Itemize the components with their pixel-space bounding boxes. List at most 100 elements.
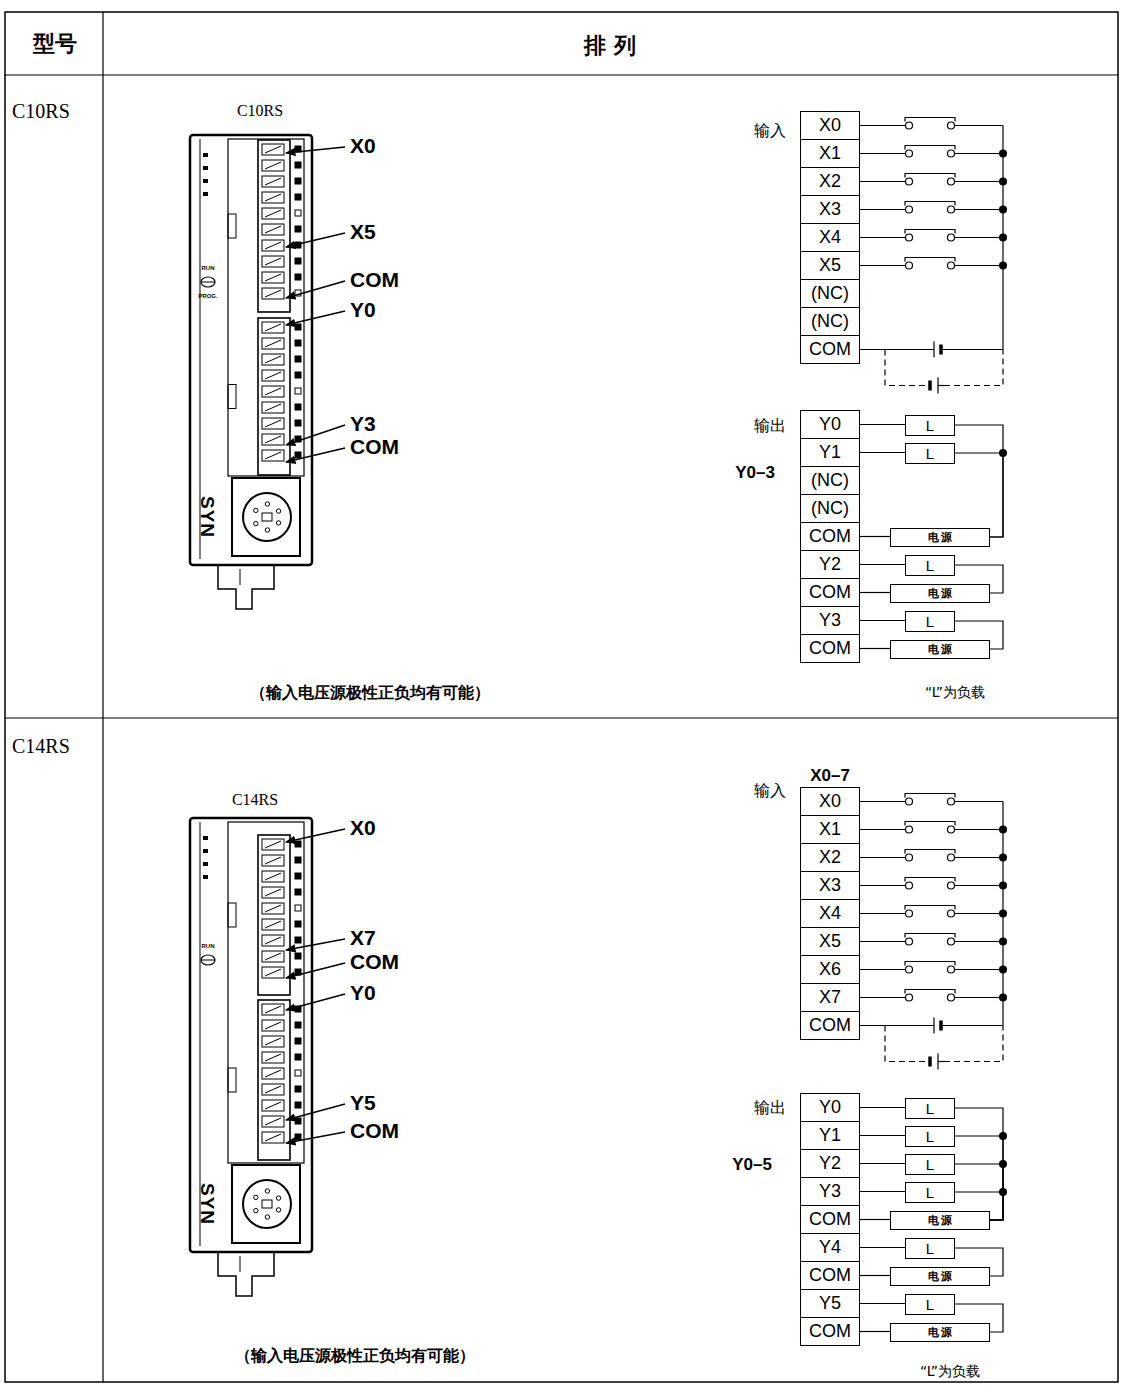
screw-slot [265, 356, 281, 363]
table-header: 排 列 [584, 31, 636, 61]
terminal-cell: Y1 [800, 1121, 860, 1150]
screw-slot [265, 242, 281, 249]
wire [955, 265, 1003, 266]
indicator-led [295, 1070, 301, 1076]
push-button [905, 230, 955, 234]
node-text: 电 源 [928, 1269, 953, 1284]
port-pin [276, 1196, 280, 1200]
node-text: X2 [819, 171, 841, 192]
front-panel [228, 139, 304, 476]
mini-din-port [243, 1180, 291, 1228]
terminal-screw [262, 1036, 284, 1047]
wire [955, 425, 1003, 537]
wire [860, 349, 934, 350]
terminal-screw [262, 1100, 284, 1111]
terminal-cell: COM [800, 335, 860, 364]
port-pin [265, 502, 269, 506]
push-button [905, 258, 955, 262]
run-switch [201, 277, 215, 287]
terminal-cell: COM [800, 1205, 860, 1234]
terminal-callout: COM [350, 1119, 399, 1143]
leader-line [286, 233, 345, 247]
screw-slot [265, 210, 281, 217]
terminal-callout: COM [350, 950, 399, 974]
battery-plate [928, 1057, 932, 1067]
switch-contact [906, 262, 913, 269]
switch-marking: RUN [202, 265, 215, 271]
group-label: 输入 [754, 781, 786, 802]
battery-plate [928, 381, 932, 391]
terminal-screw [262, 434, 284, 445]
load-box: L [905, 555, 955, 576]
junction-dot [999, 1132, 1007, 1140]
wire [955, 453, 1003, 537]
indicator-led [295, 452, 301, 458]
terminal-block [258, 1000, 290, 1160]
wire [955, 997, 1003, 998]
node-text: L [926, 1128, 934, 1145]
terminal-screw [262, 1132, 284, 1143]
wire [860, 913, 905, 914]
terminal-screw [262, 386, 284, 397]
status-led [203, 836, 208, 840]
node-text: COM [809, 1209, 851, 1230]
port-pin [276, 521, 280, 525]
wire [955, 125, 1003, 126]
screw-slot [265, 1054, 281, 1061]
terminal-cell: X4 [800, 223, 860, 252]
status-led [203, 166, 208, 170]
wire [955, 621, 1003, 649]
terminal-cell: X5 [800, 251, 860, 280]
load-box: L [905, 611, 955, 632]
junction-dot [999, 449, 1007, 457]
housing [190, 818, 312, 1252]
switch-contact [948, 938, 955, 945]
leader-line [286, 311, 345, 325]
indicator-led [295, 841, 301, 847]
wire [860, 829, 905, 830]
terminal-cell: COM [800, 522, 860, 551]
switch-contact [906, 910, 913, 917]
wire [955, 1304, 1003, 1332]
load-box: L [905, 1238, 955, 1259]
terminal-cell: X1 [800, 139, 860, 168]
status-led [203, 862, 208, 866]
common-bus [1002, 126, 1003, 350]
switch-contact [948, 206, 955, 213]
power-supply-box: 电 源 [890, 528, 990, 547]
terminal-screw [262, 354, 284, 365]
screw-slot [265, 937, 281, 944]
wire [860, 237, 905, 238]
alternate-wire [885, 1026, 1003, 1062]
wire [860, 452, 905, 453]
brand-logo: SYN [196, 1183, 218, 1225]
terminal-screw [262, 1052, 284, 1063]
run-switch-lever [201, 960, 215, 961]
terminal-screw [262, 256, 284, 267]
screw-slot [265, 340, 281, 347]
input-wiring [860, 794, 1007, 1070]
din-clip-slot [240, 1256, 241, 1272]
screw-slot [265, 1086, 281, 1093]
wire [955, 1192, 1003, 1220]
status-led [203, 153, 208, 157]
panel-tab [228, 1068, 236, 1092]
wire [955, 209, 1003, 210]
indicator-led [295, 905, 301, 911]
indicator-led [295, 404, 301, 410]
node-text: X3 [819, 875, 841, 896]
power-supply-box: 电 源 [890, 584, 990, 603]
table-grid [5, 12, 1118, 1382]
terminal-screw [262, 855, 284, 866]
wire [860, 941, 905, 942]
screw-slot [265, 857, 281, 864]
indicator-led [295, 162, 301, 168]
indicator-led [295, 1022, 301, 1028]
node-text: COM [809, 526, 851, 547]
wire [955, 941, 1003, 942]
input-wiring [860, 118, 1007, 394]
screw-slot [265, 178, 281, 185]
indicator-led [295, 178, 301, 184]
terminal-cell: X1 [800, 815, 860, 844]
